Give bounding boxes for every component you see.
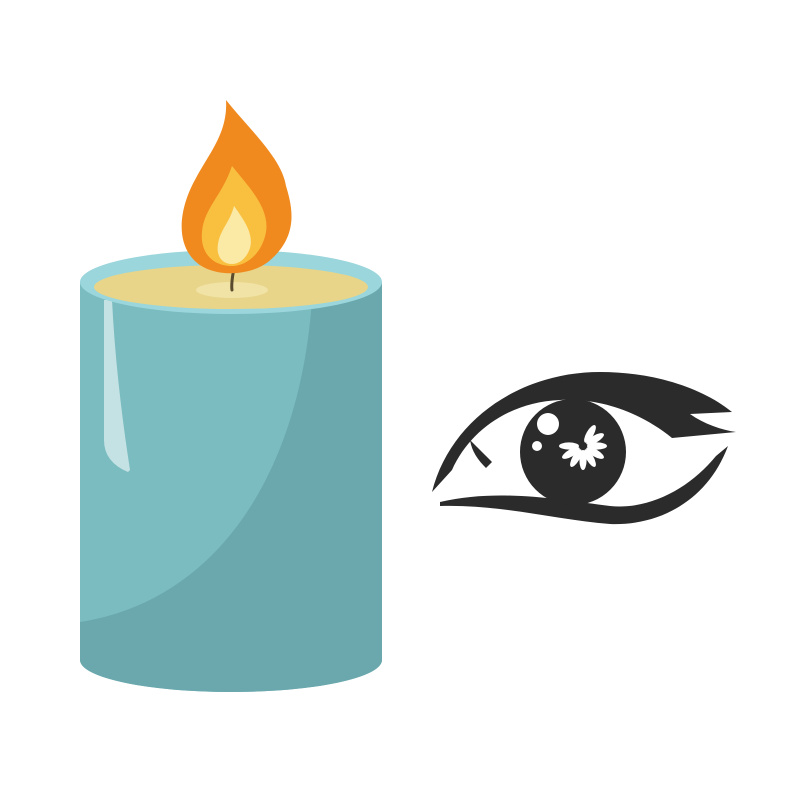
eye-inner-corner <box>470 440 492 468</box>
iris-petal <box>584 425 596 443</box>
iris-petal <box>586 447 604 459</box>
iris-petal <box>562 447 580 459</box>
iris-petal <box>586 433 604 445</box>
iris-petal <box>570 449 582 467</box>
candle-icon <box>80 100 382 692</box>
eye-lower-lid <box>440 446 728 525</box>
flame-icon <box>181 100 292 274</box>
flame-inner <box>217 206 251 264</box>
eye-iris-pattern <box>559 425 607 470</box>
eye-upper-lid <box>432 372 736 492</box>
eye-reflection-large <box>537 413 559 435</box>
iris-petal <box>584 449 596 467</box>
iris-petal <box>559 442 579 450</box>
candle-highlight <box>104 300 130 472</box>
eye-reflection-small <box>532 441 542 451</box>
candle-body-shade <box>80 282 382 692</box>
eye-icon <box>432 372 736 525</box>
